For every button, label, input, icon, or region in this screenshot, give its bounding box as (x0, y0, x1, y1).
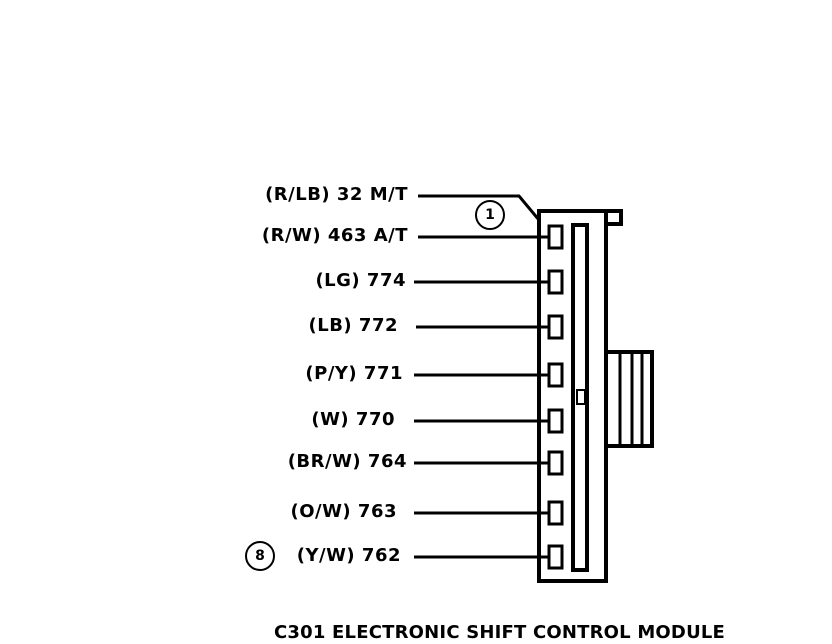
connector-housing (537, 209, 654, 583)
terminal-cavity-1 (547, 224, 564, 250)
wire-label-5: (P/Y) 771 (305, 363, 403, 384)
diagram-caption: C301 ELECTRONIC SHIFT CONTROL MODULE (274, 622, 726, 643)
wire-label-7: (BR/W) 764 (287, 451, 407, 472)
wire-label-9: (Y/W) 762 (296, 545, 401, 566)
wire-label-8: (O/W) 763 (290, 501, 397, 522)
wire-label-3: (LG) 774 (315, 270, 406, 291)
terminal-cavities (547, 224, 564, 570)
terminal-cavity-6 (547, 450, 564, 476)
wire-label-6: (W) 770 (311, 409, 395, 430)
terminal-cavity-4 (547, 362, 564, 388)
terminal-cavity-5 (547, 408, 564, 434)
wire-label-1: (R/LB) 32 M/T (265, 184, 408, 205)
terminal-cavity-8 (547, 544, 564, 570)
connector-latch (604, 350, 654, 448)
wire-label-2: (R/W) 463 A/T (261, 225, 408, 246)
terminal-cavity-7 (547, 500, 564, 526)
pin-1-marker: 1 (475, 200, 505, 230)
wire-leaders (414, 194, 549, 559)
connector-inner-rail (571, 223, 589, 572)
pin-8-marker: 8 (245, 541, 275, 571)
rail-notch (576, 389, 586, 405)
connector-latch-ribs (618, 354, 644, 444)
wire-leader-1 (418, 194, 541, 221)
terminal-cavity-3 (547, 314, 564, 340)
wire-label-4: (LB) 772 (308, 315, 398, 336)
terminal-cavity-2 (547, 269, 564, 295)
